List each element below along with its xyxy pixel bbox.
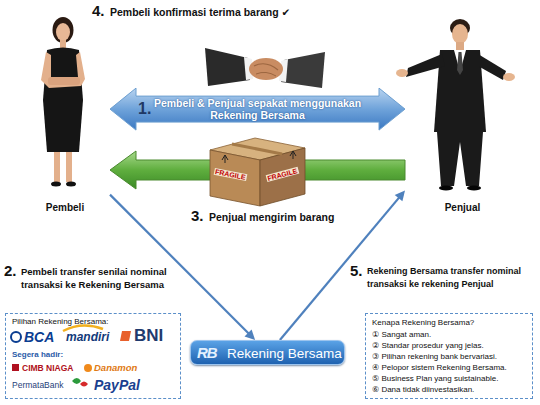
- seller-man-figure-part: [439, 186, 453, 191]
- person-label: Pembeli: [20, 202, 110, 213]
- arrow-head: [395, 190, 405, 201]
- buyer-woman-figure-part: [66, 182, 76, 187]
- buyer-woman-figure-part: [66, 152, 72, 182]
- seller-man-figure-part: [503, 73, 515, 81]
- cardboard-box-part: [260, 148, 305, 206]
- callout-number: 2.: [4, 262, 17, 279]
- handshake-illustration: [205, 48, 325, 88]
- buyer-node: Pembeli: [20, 8, 110, 213]
- seller-man-figure-part: [456, 42, 464, 50]
- seller-man-figure-part: [406, 54, 445, 77]
- step-text: Rekening Bersama transfer nominal transa…: [367, 265, 539, 291]
- seller-man-figure-part: [452, 24, 468, 44]
- handshake-illustration-part: [281, 52, 325, 88]
- step-text: Penjual mengirim barang: [209, 211, 369, 223]
- reason-item: ⑤ Business Plan yang suistainable.: [372, 374, 498, 384]
- reason-item: ① Sangat aman.: [372, 330, 431, 340]
- callout-number: 1.: [138, 100, 151, 118]
- box-heading: Pilihan Rekening Bersama:: [12, 317, 109, 326]
- seller-node: Penjual: [405, 8, 520, 213]
- bank-options-box: Pilihan Rekening Bersama: BCA mandiri BNI Se…: [5, 313, 181, 399]
- bank-logo-text: PermataBank: [12, 380, 64, 390]
- logo-text: Rekening Bersama: [227, 346, 342, 361]
- reason-item: ② Standar prosedur yang jelas.: [372, 341, 484, 351]
- seller-man-figure: [396, 19, 515, 191]
- callout-number: 3.: [191, 207, 204, 224]
- shipping-arrow: [110, 151, 405, 189]
- reason-item: ④ Pelopor sistem Rekening Bersama.: [372, 363, 507, 373]
- bank-logo-text: BNI: [134, 326, 163, 346]
- cardboard-box-part: [232, 144, 282, 154]
- cardboard-box-part: [290, 151, 296, 159]
- connector-label: Pembeli & Penjual sepakat menggunakan Re…: [148, 97, 368, 121]
- cardboard-box: [210, 138, 305, 206]
- agreement-arrow: [110, 88, 405, 130]
- bank-logo-text: PayPal: [94, 377, 140, 393]
- escrow-logo-node: RB Rekening Bersama: [190, 340, 345, 365]
- reasons-box: Kenapa Rekening Bersama? ① Sangat aman.② …: [365, 313, 533, 399]
- buyer-woman-figure-part: [53, 17, 74, 43]
- seller-man-figure-part: [396, 69, 408, 77]
- handshake-illustration-part: [205, 48, 250, 86]
- buyer-woman-figure-part: [41, 52, 85, 88]
- handshake-illustration-part: [256, 72, 276, 76]
- seller-man-figure-part: [478, 54, 506, 80]
- seller-man-figure-part: [457, 52, 463, 75]
- cardboard-box-part: [210, 138, 305, 160]
- agreement-arrow-shape: [110, 88, 405, 130]
- bank-logo-text: CIMB NIAGA: [22, 363, 73, 373]
- buyer-woman-figure-part: [48, 77, 80, 85]
- seller-man-figure-part: [467, 186, 481, 191]
- reason-item: ⑥ Dana tidak diinvestasikan.: [372, 385, 474, 395]
- seller-man-figure-part: [437, 132, 483, 186]
- step-text: Pembeli transfer senilai nominal transak…: [21, 265, 211, 291]
- shipping-arrow-shape: [110, 151, 405, 189]
- arrow-head: [245, 329, 256, 340]
- callout-number: 4.: [92, 2, 105, 19]
- buyer-woman-figure-part: [54, 152, 60, 182]
- handshake-illustration-part: [249, 58, 283, 80]
- bank-logo-text: BCA: [24, 329, 54, 345]
- bank-logo-text: Danamon: [94, 362, 137, 373]
- buyer-woman-figure-part: [51, 182, 61, 187]
- cardboard-box-part: [210, 150, 260, 206]
- cardboard-box-part: [222, 155, 228, 163]
- step-text: Pembeli konfirmasi terima barang ✔: [110, 6, 350, 18]
- buyer-woman-figure-part: [56, 23, 70, 41]
- box-heading: Kenapa Rekening Bersama?: [372, 318, 474, 327]
- handshake-illustration-part: [254, 64, 278, 70]
- callout-number: 5.: [350, 262, 363, 279]
- reason-item: ③ Pilihan rekening bank bervariasi.: [372, 352, 497, 362]
- box-subheading: Segera hadir:: [12, 350, 63, 359]
- buyer-woman-figure: [41, 17, 85, 187]
- person-label: Penjual: [405, 202, 520, 213]
- bank-logo-text: mandiri: [66, 330, 109, 344]
- logo-mark: RB: [197, 344, 217, 361]
